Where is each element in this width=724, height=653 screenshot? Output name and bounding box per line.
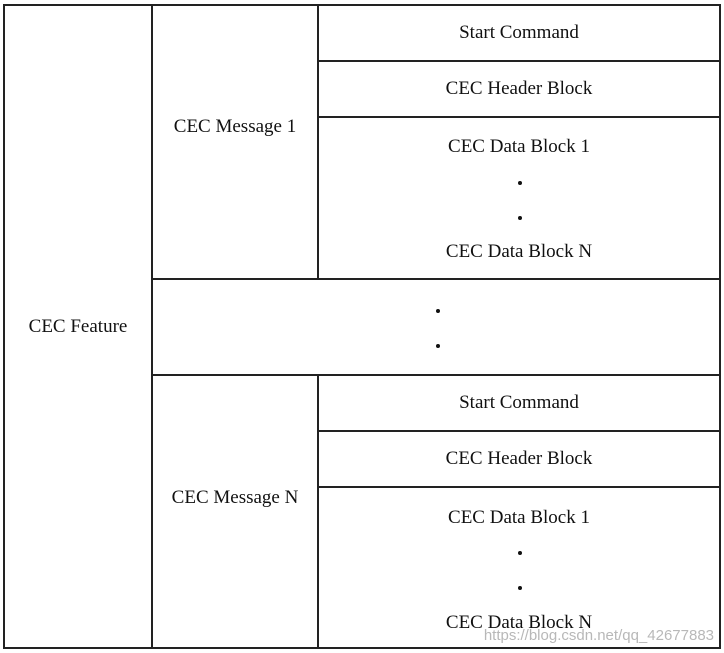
- watermark-text: https://blog.csdn.net/qq_42677883: [483, 627, 714, 644]
- cec-message-n-cell: CEC Message N: [151, 374, 319, 649]
- ellipsis-dot: [518, 551, 522, 555]
- message-n-header-block: CEC Header Block: [317, 430, 721, 488]
- ellipsis-dot: [436, 309, 440, 313]
- data-block-first-label: CEC Data Block 1: [448, 136, 590, 157]
- message-n-start-command: Start Command: [317, 374, 721, 432]
- ellipsis-dot: [518, 586, 522, 590]
- cec-message-1-label: CEC Message 1: [173, 116, 297, 137]
- cec-feature-label: CEC Feature: [28, 315, 128, 337]
- start-command-label: Start Command: [459, 22, 579, 43]
- header-block-label: CEC Header Block: [445, 448, 593, 469]
- message-n-data-blocks: CEC Data Block 1 CEC Data Block N: [317, 486, 721, 649]
- cec-feature-cell: CEC Feature: [3, 4, 153, 649]
- data-block-last-label: CEC Data Block N: [445, 612, 593, 633]
- messages-ellipsis-row: [151, 278, 721, 376]
- data-block-last-label: CEC Data Block N: [445, 241, 593, 262]
- cec-message-n-label: CEC Message N: [171, 487, 299, 508]
- cec-structure-diagram: CEC Feature CEC Message 1 Start Command …: [3, 4, 721, 649]
- start-command-label: Start Command: [459, 392, 579, 413]
- message-1-start-command: Start Command: [317, 4, 721, 62]
- message-1-header-block: CEC Header Block: [317, 60, 721, 118]
- cec-message-1-cell: CEC Message 1: [151, 4, 319, 280]
- header-block-label: CEC Header Block: [445, 78, 593, 99]
- message-1-data-blocks: CEC Data Block 1 CEC Data Block N: [317, 116, 721, 280]
- ellipsis-dot: [436, 344, 440, 348]
- ellipsis-dot: [518, 181, 522, 185]
- data-block-first-label: CEC Data Block 1: [448, 507, 590, 528]
- ellipsis-dot: [518, 216, 522, 220]
